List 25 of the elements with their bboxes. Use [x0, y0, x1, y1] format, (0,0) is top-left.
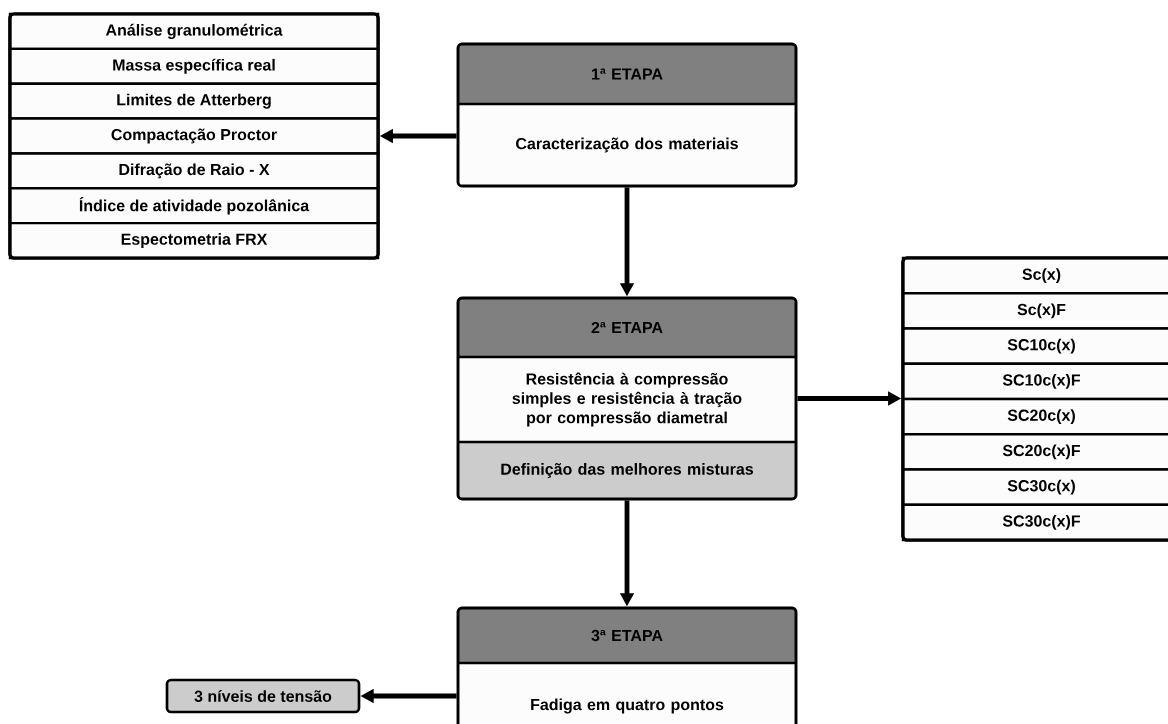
list-row: Limites de Atterberg	[8, 82, 380, 120]
stage-heading: 2ª ETAPA	[591, 321, 663, 334]
list-row: SC30c(x)	[901, 468, 1168, 506]
stage-text: Definição das melhores misturas	[501, 463, 754, 478]
list-row: SC30c(x)F	[901, 503, 1168, 542]
list-row: Compactação Proctor	[8, 117, 380, 155]
list-row: Massa específica real	[8, 47, 380, 85]
list-row: SC10c(x)	[901, 327, 1168, 365]
list-row: Sc(x)F	[901, 292, 1168, 330]
stage-heading: 1ª ETAPA	[592, 68, 663, 80]
stage-text: Fadiga em quatro pontos	[531, 698, 724, 714]
stage-box	[456, 42, 798, 188]
list-row: SC20c(x)F	[901, 433, 1168, 471]
stage-text: Caracterização dos materiais	[516, 137, 738, 153]
stage-box	[456, 296, 798, 501]
list-row: Difração de Raio - X	[8, 152, 380, 190]
stage-box	[456, 606, 798, 724]
stage-heading: 3ª ETAPA	[591, 629, 663, 642]
list-row: Análise granulométrica	[8, 12, 380, 51]
note-box: 3 níveis de tensão	[165, 678, 361, 714]
stage-text: Resistência à compressão simples e resistência à tração por compressão diametral	[512, 372, 742, 427]
list-row: SC10c(x)F	[901, 362, 1168, 401]
list-row: Índice de atividade pozolânica	[8, 187, 380, 225]
list-row: Espectometria FRX	[8, 221, 380, 260]
list-row: SC20c(x)	[901, 397, 1168, 436]
